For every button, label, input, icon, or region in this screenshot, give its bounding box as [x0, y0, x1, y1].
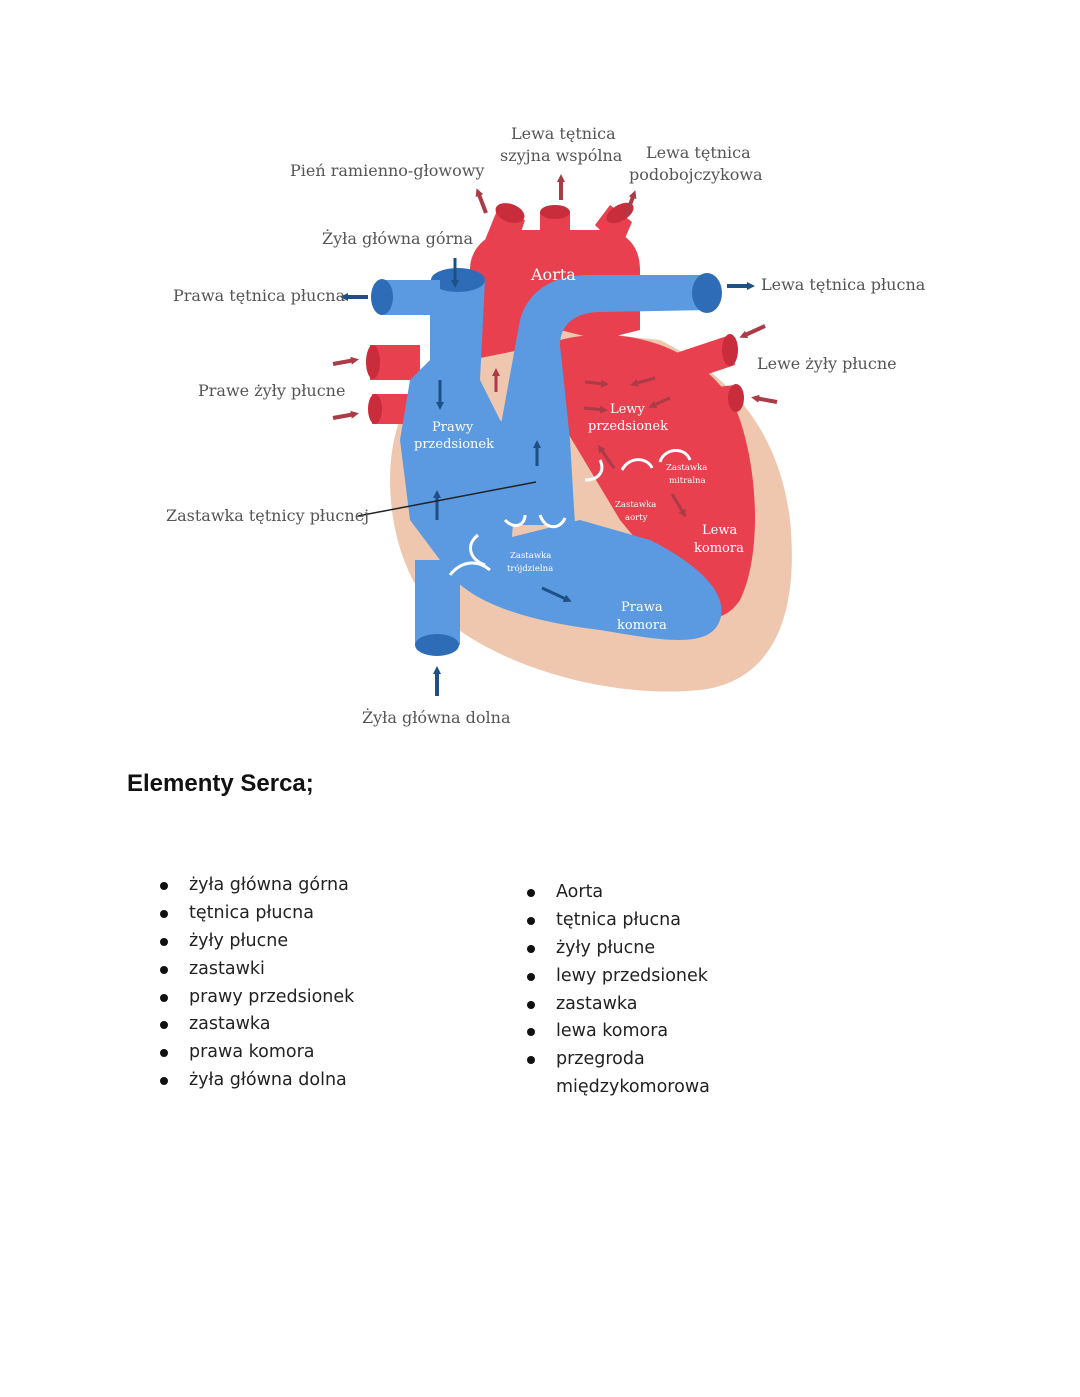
list-item: żyły płucne — [160, 928, 354, 956]
list-item: żyły płucne — [527, 935, 716, 963]
label-lewa-tetnica-szyjna-2: szyjna wspólna — [500, 146, 623, 165]
label-zyla-glowna-dolna: Żyła główna dolna — [362, 707, 511, 727]
label-prawa-komora-2: komora — [617, 618, 667, 633]
list-item: Aorta — [527, 879, 716, 907]
label-lewy-przedsionek-1: Lewy — [610, 402, 645, 417]
label-zastawka-trojdzielna-1: Zastawka — [510, 551, 551, 561]
list-item: zastawki — [160, 956, 354, 984]
list-item: prawy przedsionek — [160, 984, 354, 1012]
label-zastawka-aorty-1: Zastawka — [615, 500, 656, 510]
list-item: żyła główna dolna — [160, 1067, 354, 1095]
label-prawa-tetnica-plucna: Prawa tętnica płucna — [173, 286, 346, 305]
label-zastawka-mitralna-1: Zastawka — [666, 463, 707, 473]
list-item: przegroda międzykomorowa — [527, 1046, 716, 1102]
label-lewa-tetnica-podobojczykowa-2: podobojczykowa — [629, 165, 763, 184]
label-zastawka-trojdzielna-2: trójdzielna — [507, 563, 553, 574]
list-item: prawa komora — [160, 1039, 354, 1067]
label-lewa-komora-2: komora — [694, 541, 744, 556]
label-lewe-zyly-plucne: Lewe żyły płucne — [757, 354, 897, 373]
list-item: tętnica płucna — [160, 900, 354, 928]
heart-diagram: Pień ramienno-głowowy Lewa tętnica szyjn… — [166, 124, 926, 727]
section-heading: Elementy Serca; — [127, 770, 314, 797]
label-prawa-komora-1: Prawa — [621, 600, 663, 615]
label-prawy-przedsionek-2: przedsionek — [414, 437, 494, 452]
label-aorta: Aorta — [530, 265, 576, 284]
label-zyla-glowna-gorna: Żyła główna górna — [322, 228, 473, 248]
superior-vena-cava — [400, 280, 520, 580]
elements-list-right: Aorta tętnica płucna żyły płucne lewy pr… — [527, 879, 716, 1102]
label-lewy-przedsionek-2: przedsionek — [588, 419, 668, 434]
label-lewa-tetnica-plucna: Lewa tętnica płucna — [761, 275, 926, 294]
label-lewa-tetnica-podobojczykowa-1: Lewa tętnica — [646, 143, 751, 162]
list-item: tętnica płucna — [527, 907, 716, 935]
list-item: lewy przedsionek — [527, 963, 716, 991]
pulmonary-trunk — [500, 275, 710, 525]
label-pien-ramienno-glowowy: Pień ramienno-głowowy — [290, 161, 484, 180]
label-prawe-zyly-plucne: Prawe żyły płucne — [198, 381, 345, 400]
list-item: żyła główna górna — [160, 872, 354, 900]
list-item: lewa komora — [527, 1018, 716, 1046]
label-lewa-komora-1: Lewa — [702, 523, 737, 538]
label-prawy-przedsionek-1: Prawy — [432, 420, 474, 435]
label-zastawka-aorty-2: aorty — [625, 513, 648, 523]
list-item: zastawka — [527, 991, 716, 1019]
list-item: zastawka — [160, 1011, 354, 1039]
label-lewa-tetnica-szyjna-1: Lewa tętnica — [511, 124, 616, 143]
elements-list-left: żyła główna górna tętnica płucna żyły pł… — [160, 872, 354, 1095]
label-zastawka-tetnicy-plucnej: Zastawka tętnicy płucnej — [166, 506, 369, 525]
label-zastawka-mitralna-2: mitralna — [669, 476, 706, 486]
